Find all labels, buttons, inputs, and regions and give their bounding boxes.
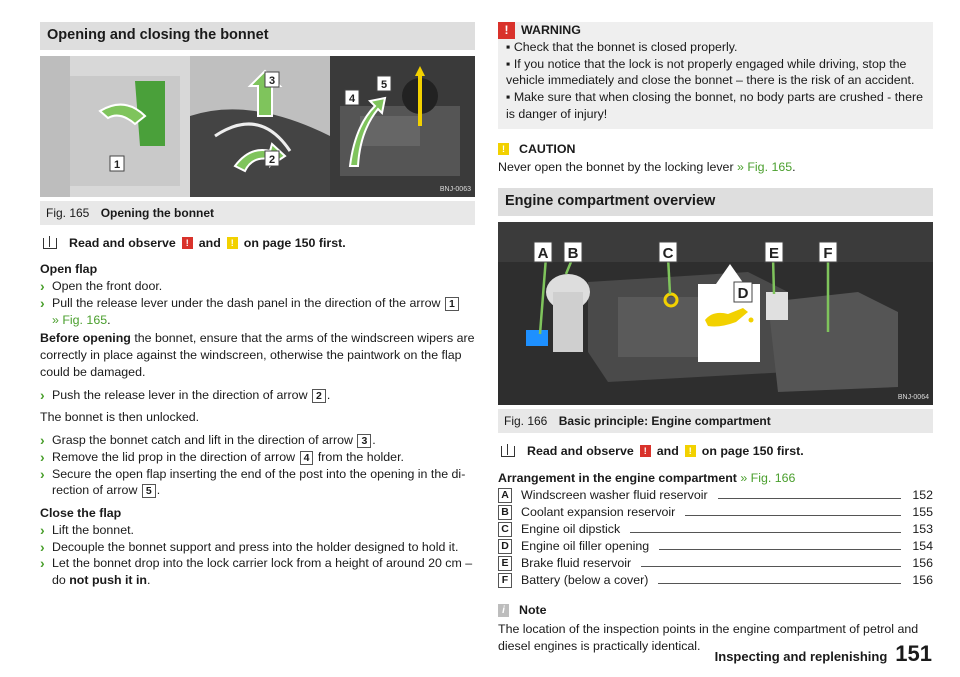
figure-166: A B C D E F BNJ-0064 (498, 221, 933, 405)
arrow-ref-5: 5 (141, 484, 156, 499)
close-flap-heading: Close the flap (40, 506, 122, 521)
page-number: 151 (895, 641, 932, 667)
arrangement-heading: Arrangement in the engine compartment » … (498, 470, 796, 485)
figure-number: Fig. 165 (46, 205, 90, 220)
note-text: The location of the inspection points in… (498, 622, 919, 653)
caution-heading: ! CAUTION (498, 141, 933, 158)
step-grasp-catch: Grasp the bonnet catch and lift in the d… (40, 431, 475, 450)
read-text: Read and observe (69, 235, 176, 250)
component-list: A Windscreen washer fluid reservoir 152 … (498, 486, 933, 589)
step-release-lever: Pull the release lever under the dash pa… (40, 294, 475, 328)
step-decouple: Decouple the bonnet support and press in… (40, 538, 475, 557)
read-observe-line: Read and observe ! and ! on page 150 fir… (40, 235, 475, 252)
list-item: F Battery (below a cover) 156 (498, 571, 933, 589)
caution-icon: ! (684, 445, 696, 458)
figure-number: Fig. 166 (504, 413, 548, 428)
step-push-lever: Push the release lever in the direction … (40, 386, 475, 405)
list-item: E Brake fluid reservoir 156 (498, 554, 933, 572)
figure-title: Basic principle: Engine compartment (558, 413, 771, 428)
warning-icon: ! (639, 445, 651, 458)
note-heading: i Note (498, 602, 933, 619)
fig165-label-1: 1 (114, 159, 120, 171)
engine-illustration: A B C D E F (498, 221, 933, 405)
section-title-engine: Engine compartment overview (498, 188, 933, 216)
arrow-ref-4: 4 (299, 450, 314, 465)
open-flap-heading: Open flap (40, 262, 98, 277)
step-open-door: Open the front door. (40, 277, 475, 296)
fig165-label-5: 5 (381, 79, 387, 91)
fig166-label-d: D (738, 285, 749, 302)
warning-heading: ! WARNING (498, 22, 925, 39)
step-secure-flap: Secure the open flap inserting the end o… (40, 465, 475, 499)
warning-bullet-1: ▪ Check that the bonnet is closed proper… (506, 40, 738, 54)
info-icon: i (498, 604, 509, 618)
page-footer: Inspecting and replenishing 151 (715, 639, 932, 669)
arrow-ref-2: 2 (311, 388, 326, 403)
fig165-label-3: 3 (269, 75, 275, 87)
bonnet-illustration: 1 2 3 4 5 (40, 55, 475, 197)
figure-165: 1 2 3 4 5 BNJ-0063 (40, 55, 475, 197)
read-observe-line: Read and observe ! and ! on page 150 fir… (498, 443, 933, 460)
book-icon (43, 235, 57, 249)
list-item: B Coolant expansion reservoir 155 (498, 503, 933, 521)
right-column: ! WARNING ▪ Check that the bonnet is clo… (498, 22, 933, 655)
fig165-label-2: 2 (269, 154, 275, 166)
section-title-bonnet: Opening and closing the bonnet (40, 22, 475, 50)
fig-link[interactable]: » Fig. 166 (736, 470, 796, 485)
book-icon (501, 443, 515, 457)
arrow-ref-3: 3 (357, 434, 372, 449)
warning-icon: ! (498, 22, 515, 39)
unlocked-text: The bonnet is then unlocked. (40, 410, 200, 425)
step-remove-prop: Remove the lid prop in the direction of … (40, 448, 475, 467)
caution-text: Never open the bonnet by the locking lev… (498, 160, 796, 175)
warning-bullet-2: ▪ If you notice that the lock is not pro… (506, 56, 915, 88)
figure-code: BNJ-0063 (439, 186, 471, 194)
fig166-label-b: B (568, 245, 579, 262)
fig165-label-4: 4 (349, 93, 356, 105)
arrow-ref-1: 1 (444, 296, 459, 311)
figure-title: Opening the bonnet (100, 205, 215, 220)
list-item: C Engine oil dipstick 153 (498, 520, 933, 538)
left-column: Opening and closing the bonnet 1 2 3 (40, 22, 475, 589)
list-item: D Engine oil filler opening 154 (498, 537, 933, 555)
footer-title: Inspecting and replenishing (714, 649, 888, 665)
warning-bullet-3: ▪ Make sure that when closing the bonnet… (506, 90, 923, 121)
and-text: and (198, 235, 221, 250)
warning-block: ! WARNING ▪ Check that the bonnet is clo… (498, 22, 933, 129)
fig-link[interactable]: » Fig. 165 (737, 160, 793, 175)
fig166-label-e: E (769, 245, 779, 262)
fig166-label-f: F (823, 245, 832, 262)
step-drop-bonnet: Let the bonnet drop into the lock carrie… (40, 554, 475, 588)
figure-caption: Fig. 165 Opening the bonnet (40, 200, 475, 225)
fig166-label-a: A (538, 245, 549, 262)
page-ref-text: on page 150 first. (243, 235, 346, 250)
list-item: A Windscreen washer fluid reservoir 152 (498, 486, 933, 504)
step-lift-bonnet: Lift the bonnet. (40, 521, 475, 540)
fig166-label-c: C (663, 245, 674, 262)
caution-icon: ! (498, 143, 509, 156)
warning-icon: ! (181, 237, 193, 250)
figure-code: BNJ-0064 (897, 394, 929, 402)
caution-icon: ! (226, 237, 238, 250)
before-opening-para: Before opening the bonnet, ensure that t… (40, 331, 475, 379)
fig-link[interactable]: » Fig. 165 (52, 312, 108, 327)
figure-caption: Fig. 166 Basic principle: Engine compart… (498, 408, 933, 433)
